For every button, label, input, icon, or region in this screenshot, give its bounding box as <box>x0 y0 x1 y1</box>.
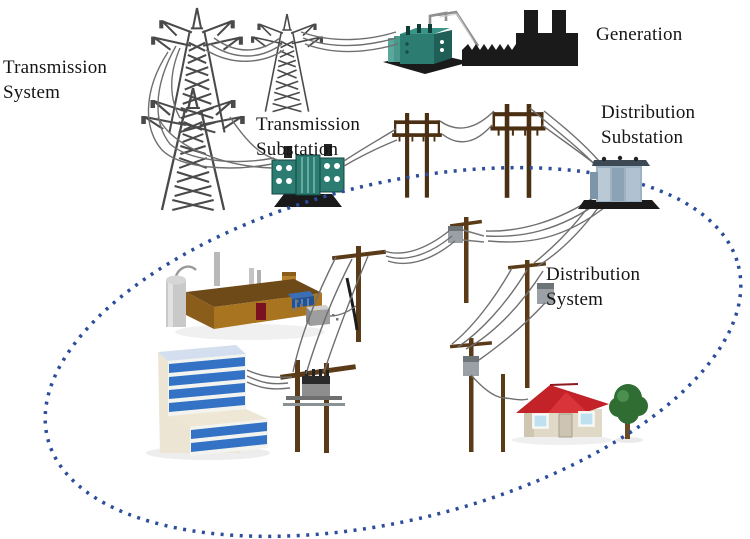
generation-transformer <box>383 10 480 74</box>
label-distribution-substation: Distribution Substation <box>601 102 696 149</box>
power-lines <box>147 31 610 401</box>
distribution-boundary-ellipse <box>43 165 743 539</box>
h-frame-poles <box>392 104 546 198</box>
label-transmission-system: Transmission System <box>3 57 108 104</box>
commercial-building <box>146 345 270 460</box>
pole-transformers <box>283 226 554 406</box>
distribution-substation-transformer <box>578 155 660 209</box>
label-transmission-substation: Transmission Substation <box>256 114 361 161</box>
label-generation: Generation <box>596 24 683 45</box>
distribution-poles <box>280 217 547 453</box>
industrial-building <box>166 252 339 340</box>
label-distribution-system: Distribution System <box>546 264 641 311</box>
tree <box>609 384 648 443</box>
transmission-substation-transformer <box>271 144 345 207</box>
house <box>512 383 612 445</box>
power-plant-factory <box>462 10 578 66</box>
